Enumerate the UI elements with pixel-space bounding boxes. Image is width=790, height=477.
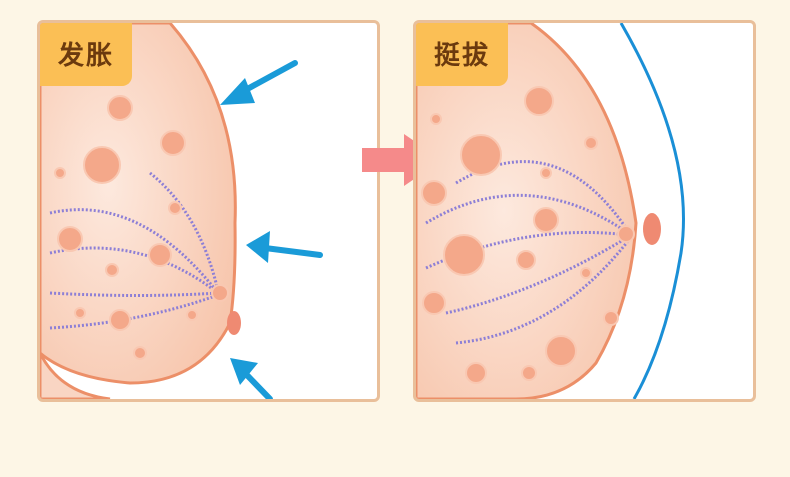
compression-arrows [220,60,323,399]
panel-lifted: 挺拔 [413,20,756,402]
lifted-breast-illustration [416,23,685,399]
nipple [643,213,661,245]
milk-ducts [425,160,630,345]
lobules [421,86,635,384]
panel-swelling: 发胀 [37,20,380,402]
lobules [54,95,229,360]
breast-shape [416,23,638,399]
support-contour-curve [619,23,685,399]
panel-label-swelling: 发胀 [40,23,133,86]
swollen-breast-illustration [40,23,323,399]
panel-label-lifted: 挺拔 [416,23,509,86]
nipple [227,311,241,335]
